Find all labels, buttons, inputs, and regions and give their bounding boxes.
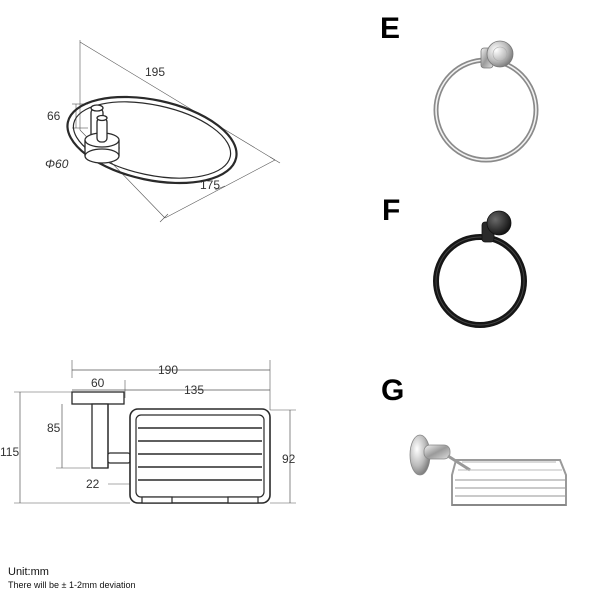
- product-g-chrome-soap-basket: [409, 434, 567, 506]
- dim-height-total-label: 115: [0, 445, 19, 459]
- dim-basket-height-label: 92: [282, 452, 296, 466]
- dim-total-label: 190: [158, 363, 178, 377]
- dim-gap-label: 22: [86, 477, 100, 491]
- width-dimension-line: [79, 41, 276, 161]
- dim-depth-label: 175: [200, 178, 220, 192]
- soap-basket-frame: [129, 408, 271, 504]
- product-e-chrome-ring: [433, 40, 539, 163]
- dim-height-label: 66: [47, 109, 61, 123]
- product-f-black-ring: [433, 210, 527, 328]
- variant-letter-g: G: [381, 374, 405, 407]
- soap-arm: [91, 403, 109, 469]
- depth-dimension-line: [164, 159, 276, 219]
- unit-label: Unit:mm: [8, 566, 49, 578]
- soap-basket-drawing: [14, 360, 296, 504]
- deviation-note: There will be ± 1-2mm deviation: [8, 580, 136, 590]
- dim-basket-label: 135: [184, 383, 204, 397]
- towel-ring-drawing: [66, 40, 281, 223]
- variant-letter-e: E: [380, 12, 401, 45]
- variant-letter-f: F: [382, 194, 401, 227]
- dim-width-label: 195: [145, 65, 165, 79]
- dim-diameter-label: Φ60: [45, 157, 69, 171]
- soap-back-plate: [71, 391, 125, 405]
- dim-base-label: 60: [91, 376, 105, 390]
- ring-outline: [66, 95, 238, 185]
- dim-height-mount-label: 85: [47, 421, 61, 435]
